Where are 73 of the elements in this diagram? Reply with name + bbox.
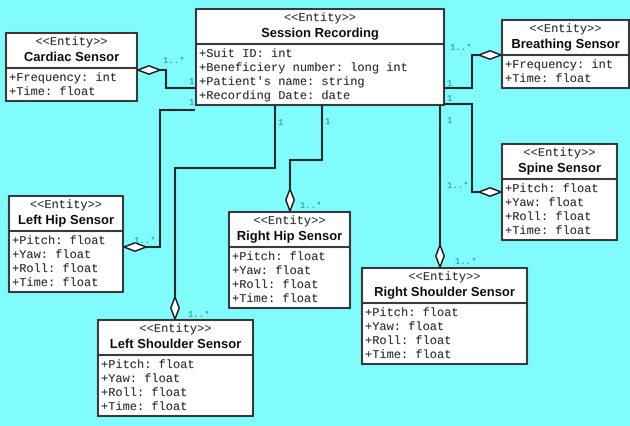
entity-class-box <box>501 143 618 241</box>
entity-class-box <box>8 195 124 293</box>
attribute-text: +Pitch: float <box>505 182 600 196</box>
attribute-text: +Roll: float <box>232 278 320 292</box>
class-name: Breathing Sensor <box>510 36 621 52</box>
attribute-text: +Pitch: float <box>232 250 327 264</box>
attribute-text: +Time: float <box>12 276 100 290</box>
attribute-text: +Time: float <box>505 224 592 238</box>
attribute-text: +Yaw: float <box>101 372 182 386</box>
entity-class-box <box>5 32 138 102</box>
attribute-text: +Roll: float <box>12 262 100 276</box>
multiplicity-label: 1..* <box>300 201 322 211</box>
entity-class-box <box>228 211 351 309</box>
multiplicity-label: 1 <box>278 118 284 128</box>
stereotype-label: <<Entity>> <box>407 270 482 284</box>
stereotype-label: <<Entity>> <box>282 11 357 25</box>
attribute-text: +Time: float <box>232 292 320 306</box>
multiplicity-label: 1 <box>325 117 330 127</box>
aggregation-line <box>137 65 195 89</box>
multiplicity-label: 1 <box>447 79 452 89</box>
stereotype-label: <<Entity>> <box>528 22 602 36</box>
attribute-text: +Beneficiery number: long int <box>199 61 409 75</box>
attribute-text: +Yaw: float <box>12 248 92 262</box>
attribute-text: +Pitch: float <box>101 358 196 372</box>
multiplicity-label: 1..* <box>447 181 469 191</box>
aggregation-line <box>285 106 323 212</box>
aggregation-line <box>170 106 276 320</box>
class-name: Left Hip Sensor <box>16 212 116 228</box>
attribute-text: +Suit ID: int <box>199 47 294 61</box>
class-name: Left Shoulder Sensor <box>108 336 242 352</box>
stereotype-label: <<Entity>> <box>252 214 326 228</box>
class-name: Right Hip Sensor <box>236 228 344 244</box>
stereotype-label: <<Entity>> <box>522 146 596 160</box>
attribute-text: +Roll: float <box>365 334 452 348</box>
attribute-text: +Time: float <box>101 400 188 414</box>
attribute-text: +Yaw: float <box>505 196 586 210</box>
entity-class-box <box>195 8 445 106</box>
attribute-text: +Patient's name: string <box>199 75 366 89</box>
multiplicity-label: 1..* <box>134 236 156 246</box>
aggregation-line <box>435 106 445 268</box>
entity-class-box <box>361 267 528 365</box>
aggregation-line <box>123 109 195 252</box>
multiplicity-label: 1..* <box>188 310 210 320</box>
multiplicity-label: 1..* <box>455 257 477 267</box>
attribute-text: +Yaw: float <box>232 264 312 278</box>
attribute-text: +Yaw: float <box>365 320 446 334</box>
attribute-text: +Time: float <box>365 348 452 362</box>
stereotype-label: <<Entity>> <box>28 198 103 212</box>
class-name: Spine Sensor <box>516 160 602 176</box>
class-name: Right Shoulder Sensor <box>373 284 516 300</box>
aggregation-line <box>445 103 502 197</box>
attribute-text: +Frequency: int <box>9 71 118 85</box>
stereotype-label: <<Entity>> <box>34 35 108 49</box>
attribute-text: +Roll: float <box>505 210 592 224</box>
attribute-text: +Time: float <box>505 72 592 86</box>
attribute-text: +Pitch: float <box>365 306 460 320</box>
attribute-text: +Roll: float <box>101 386 188 400</box>
attribute-text: +Recording Date: date <box>199 89 352 103</box>
attribute-text: +Pitch: float <box>12 234 107 248</box>
multiplicity-label: 1 <box>447 116 452 126</box>
class-name: Cardiac Sensor <box>22 49 120 65</box>
multiplicity-label: 1..* <box>450 43 472 53</box>
attribute-text: +Time: float <box>9 85 96 99</box>
class-name: Session Recording <box>260 25 380 41</box>
multiplicity-label: 1 <box>447 94 452 104</box>
multiplicity-label: 1..* <box>163 56 185 66</box>
attribute-text: +Frequency: int <box>505 58 614 72</box>
stereotype-label: <<Entity>> <box>138 322 212 336</box>
entity-class-box <box>97 319 254 417</box>
multiplicity-label: 1 <box>189 77 194 87</box>
multiplicity-label: 1 <box>189 98 194 108</box>
aggregation-line <box>445 50 502 89</box>
entity-class-box <box>501 19 630 89</box>
